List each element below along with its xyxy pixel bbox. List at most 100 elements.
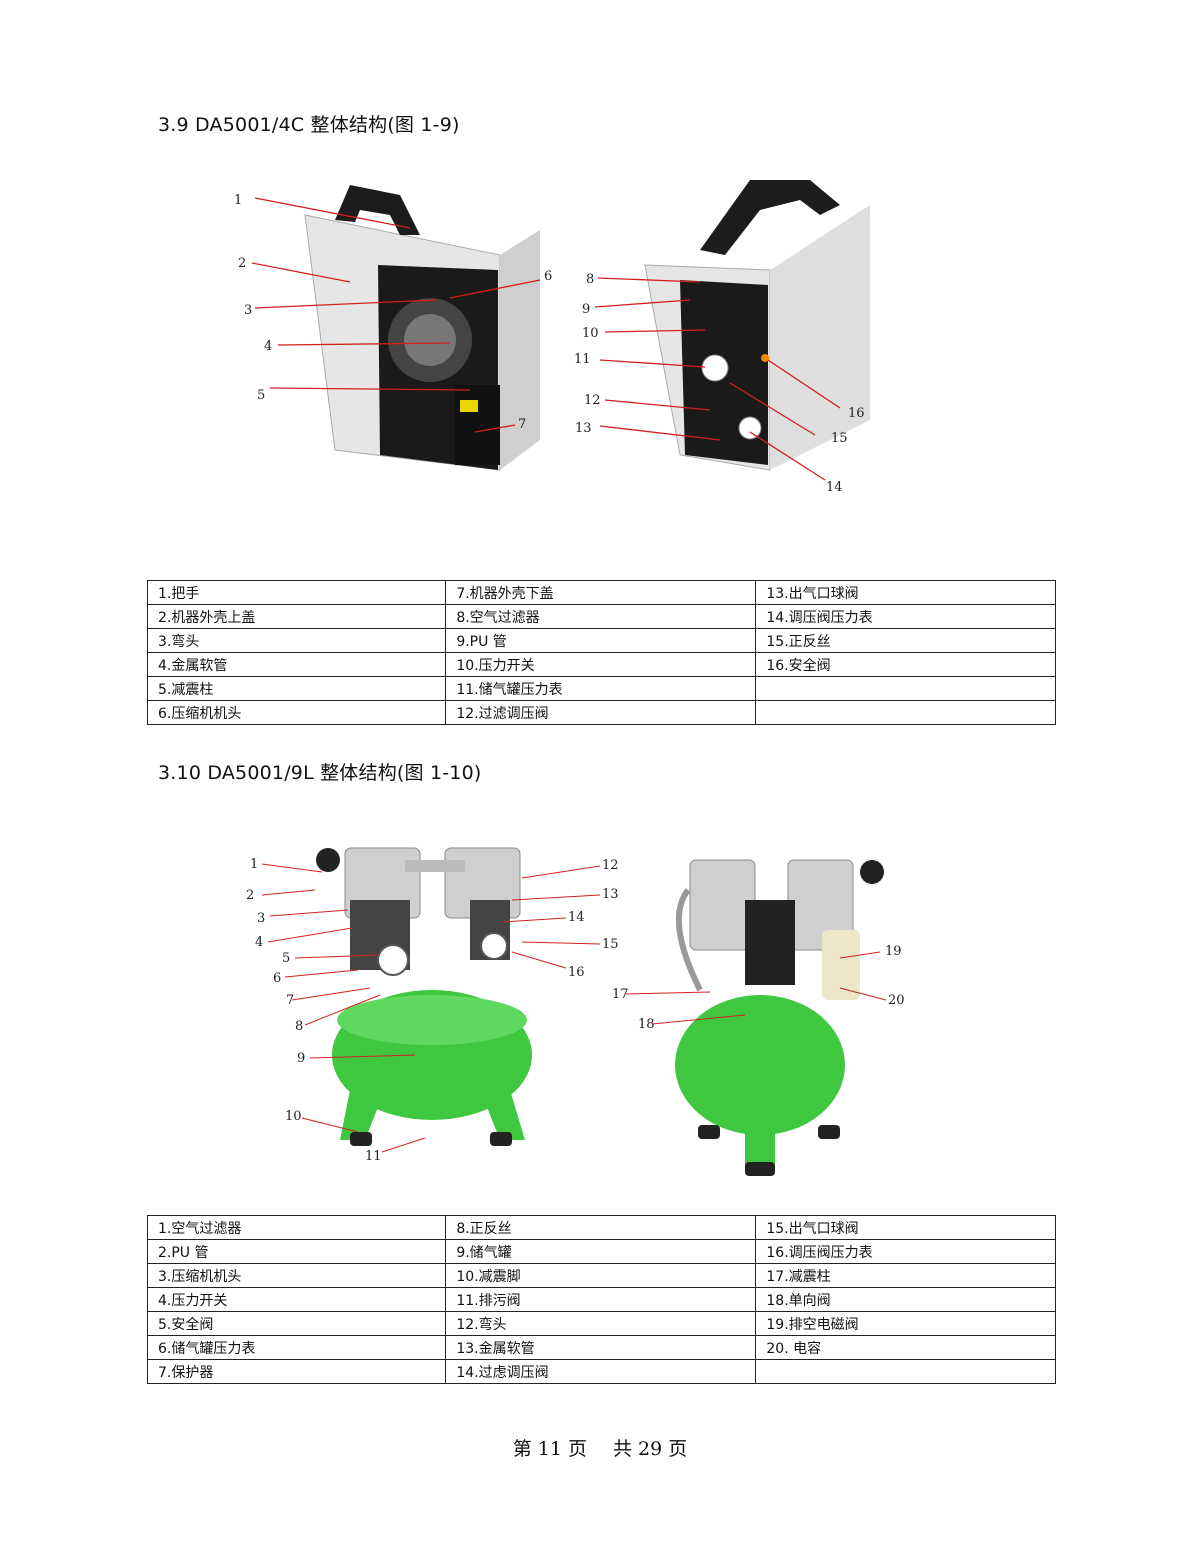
- table-cell: 3.弯头: [146, 628, 447, 653]
- callout-9l-10: 10: [285, 1109, 302, 1124]
- table-cell: 18.单向阀: [755, 1287, 1056, 1312]
- section-heading-3-10: 3.10 DA5001/9L 整体结构(图 1-10): [158, 762, 482, 784]
- callout-9l-3: 3: [257, 911, 265, 926]
- table-cell: 9.储气罐: [445, 1239, 757, 1264]
- table-cell: 19.排空电磁阀: [755, 1311, 1056, 1336]
- table-cell: 2.PU 管: [146, 1239, 447, 1264]
- table-cell: 15.出气口球阀: [755, 1215, 1056, 1240]
- table-cell: 8.空气过滤器: [445, 604, 757, 629]
- callout-9: 9: [582, 302, 590, 317]
- table-cell: 2.机器外壳上盖: [146, 604, 447, 629]
- figure-da5001-4c: 1 2 3 4 5 6 7 8 9 10 11 12 13 14 15 16: [234, 180, 870, 495]
- callout-9l-11: 11: [365, 1149, 382, 1164]
- page-total: 共 29 页: [613, 1438, 688, 1460]
- callout-3: 3: [244, 303, 252, 318]
- table-cell: 5.减震柱: [146, 676, 447, 701]
- callout-9l-15: 15: [602, 937, 619, 952]
- table-cell: [755, 700, 1056, 725]
- table-cell: 9.PU 管: [445, 628, 757, 653]
- figure-da5001-9l: 1 2 3 4 5 6 7 8 9 10 11 12 13 14 15 16 1…: [246, 847, 905, 1176]
- table-cell: 10.压力开关: [445, 652, 757, 677]
- callout-lines-9l: [261, 863, 887, 1153]
- table-cell: 8.正反丝: [445, 1215, 757, 1240]
- table-cell: 7.机器外壳下盖: [445, 580, 757, 605]
- table-cell: 5.安全阀: [146, 1311, 447, 1336]
- page-footer: 第 11 页 共 29 页: [0, 1434, 1200, 1461]
- callout-lines: [251, 197, 841, 481]
- callout-9l-20: 20: [888, 993, 905, 1008]
- callout-9l-18: 18: [638, 1017, 655, 1032]
- callout-9l-8: 8: [295, 1019, 303, 1034]
- callout-9l-17: 17: [612, 987, 629, 1002]
- callout-11: 11: [574, 352, 591, 367]
- table-cell: 10.减震脚: [445, 1263, 757, 1288]
- callout-10: 10: [582, 326, 599, 341]
- table-cell: 20. 电容: [755, 1335, 1056, 1360]
- callout-9l-13: 13: [602, 887, 619, 902]
- callout-16: 16: [848, 406, 865, 421]
- table-cell: 4.金属软管: [146, 652, 447, 677]
- callout-15: 15: [831, 431, 848, 446]
- callout-9l-2: 2: [246, 888, 254, 903]
- table-cell: [755, 1359, 1056, 1384]
- table-cell: 14.过虑调压阀: [445, 1359, 757, 1384]
- callout-4: 4: [264, 339, 272, 354]
- table-cell: 11.排污阀: [445, 1287, 757, 1312]
- callout-8: 8: [586, 272, 594, 287]
- callout-9l-5: 5: [282, 951, 290, 966]
- table-cell: 13.金属软管: [445, 1335, 757, 1360]
- callout-9l-14: 14: [568, 910, 585, 925]
- table-cell: 16.调压阀压力表: [755, 1239, 1056, 1264]
- callout-9l-16: 16: [568, 965, 585, 980]
- compressor-9l-front-view: [316, 847, 532, 1146]
- callout-2: 2: [238, 256, 246, 271]
- callout-6: 6: [544, 269, 552, 284]
- callout-7: 7: [518, 417, 526, 432]
- compressor-9l-back-view: [675, 859, 884, 1176]
- table-cell: 6.储气罐压力表: [146, 1335, 447, 1360]
- table-cell: 3.压缩机机头: [146, 1263, 447, 1288]
- table-cell: 13.出气口球阀: [755, 580, 1056, 605]
- table-cell: 12.过滤调压阀: [445, 700, 757, 725]
- section-heading-3-9: 3.9 DA5001/4C 整体结构(图 1-9): [158, 114, 460, 136]
- table-cell: 12.弯头: [445, 1311, 757, 1336]
- page-number: 第 11 页: [512, 1438, 587, 1460]
- callout-13: 13: [575, 421, 592, 436]
- callout-9l-4: 4: [255, 935, 263, 950]
- callout-9l-7: 7: [286, 993, 294, 1008]
- callout-14: 14: [826, 480, 843, 495]
- compressor-back-view: [644, 180, 870, 471]
- callout-1: 1: [234, 193, 242, 208]
- callout-9l-19: 19: [885, 944, 902, 959]
- table-cell: 6.压缩机机头: [146, 700, 447, 725]
- table-cell: 15.正反丝: [755, 628, 1056, 653]
- table-cell: 1.空气过滤器: [146, 1215, 447, 1240]
- compressor-front-view: [304, 185, 540, 471]
- callout-9l-1: 1: [250, 857, 258, 872]
- callout-9l-9: 9: [297, 1051, 305, 1066]
- callout-12: 12: [584, 393, 601, 408]
- table-cell: 11.储气罐压力表: [445, 676, 757, 701]
- callout-5: 5: [257, 388, 265, 403]
- table-cell: 16.安全阀: [755, 652, 1056, 677]
- table-cell: 1.把手: [146, 580, 447, 605]
- callout-9l-6: 6: [273, 971, 281, 986]
- table-cell: 14.调压阀压力表: [755, 604, 1056, 629]
- table-cell: 7.保护器: [146, 1359, 447, 1384]
- table-cell: 4.压力开关: [146, 1287, 447, 1312]
- table-cell: 17.减震柱: [755, 1263, 1056, 1288]
